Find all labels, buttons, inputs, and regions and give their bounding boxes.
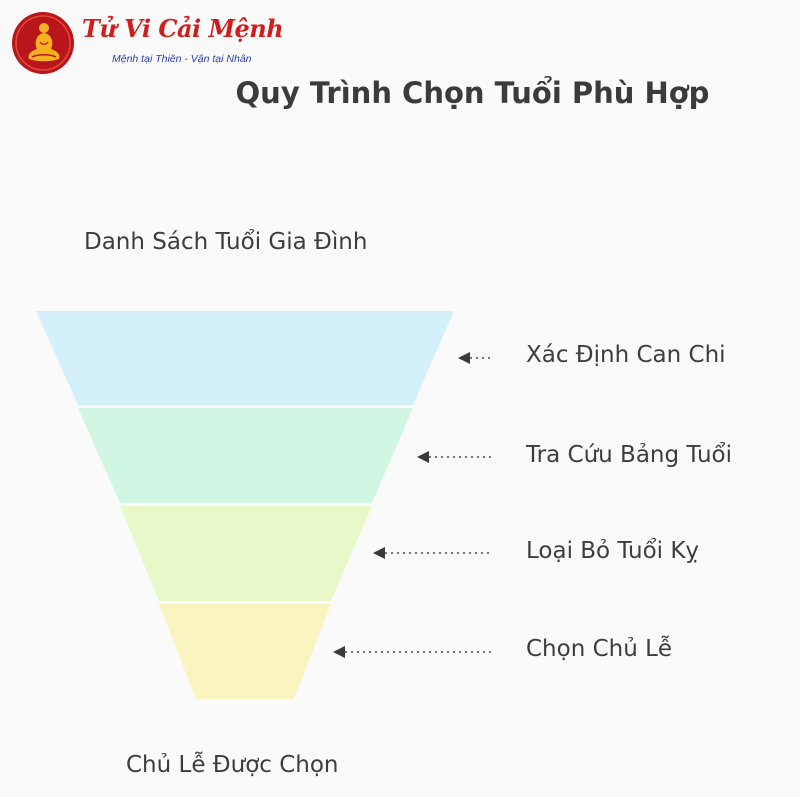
step-label-4: Chọn Chủ Lễ <box>526 636 673 662</box>
funnel-segment-3 <box>120 506 372 601</box>
funnel-segment-4 <box>159 604 331 699</box>
step-arrow-4 <box>333 646 492 658</box>
step-arrow-1 <box>458 352 492 364</box>
funnel-output-label: Chủ Lễ Được Chọn <box>126 752 339 778</box>
funnel-segment-1 <box>36 311 454 405</box>
step-arrow-3 <box>373 547 492 559</box>
brand-slogan: Mệnh tại Thiên - Vận tại Nhân <box>112 53 252 65</box>
step-label-3: Loại Bỏ Tuổi Kỵ <box>526 538 700 564</box>
page-title: Quy Trình Chọn Tuổi Phù Hợp <box>235 76 710 110</box>
step-arrow-2 <box>417 451 492 463</box>
step-label-2: Tra Cứu Bảng Tuổi <box>526 442 733 468</box>
meditation-emblem-icon <box>12 12 74 74</box>
funnel-input-label: Danh Sách Tuổi Gia Đình <box>84 229 368 255</box>
brand-logo[interactable]: Tử Vi Cải Mệnh Mệnh tại Thiên - Vận tại … <box>10 8 284 78</box>
step-label-1: Xác Định Can Chi <box>526 342 726 368</box>
brand-name: Tử Vi Cải Mệnh <box>82 14 284 43</box>
funnel-segment-2 <box>78 408 413 503</box>
